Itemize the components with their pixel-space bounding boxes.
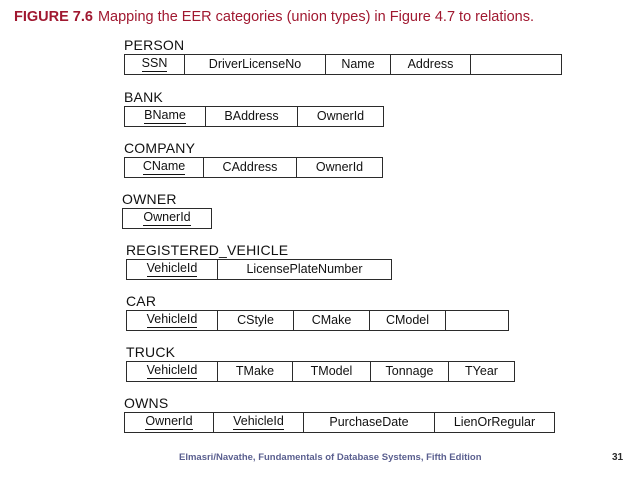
- attribute-cell-address: Address: [391, 55, 471, 74]
- attribute-row: VehicleId LicensePlateNumber: [126, 259, 392, 280]
- attribute-label: VehicleId: [233, 414, 284, 430]
- attribute-cell-tonnage: Tonnage: [371, 362, 449, 381]
- attribute-cell-lienorregular: LienOrRegular: [435, 413, 554, 432]
- attribute-label: BAddress: [224, 109, 279, 124]
- attribute-label: VehicleId: [146, 312, 198, 328]
- attribute-cell-cname: CName: [125, 158, 204, 177]
- attribute-label: DriverLicenseNo: [208, 57, 302, 72]
- attribute-row: OwnerId VehicleId PurchaseDate LienOrRegula…: [124, 412, 555, 433]
- footer-credit: Elmasri/Navathe, Fundamentals of Databas…: [179, 452, 482, 463]
- attribute-label: OwnerId: [316, 109, 365, 124]
- relation-name: CAR: [126, 293, 157, 309]
- attribute-row: VehicleId TMake TModel Tonnage TYear: [126, 361, 515, 382]
- attribute-cell-driverlicenseno: DriverLicenseNo: [185, 55, 326, 74]
- attribute-label: VehicleId: [146, 363, 198, 379]
- attribute-label: OwnerId: [315, 160, 364, 175]
- attribute-cell-bname: BName: [125, 107, 206, 126]
- attribute-cell-ownerid: OwnerId: [297, 158, 382, 177]
- relation-name: TRUCK: [126, 344, 176, 360]
- attribute-label: LicensePlateNumber: [246, 262, 363, 277]
- attribute-cell-vehicleid: VehicleId: [214, 413, 304, 432]
- attribute-label: BName: [144, 108, 186, 124]
- attribute-label: CModel: [385, 313, 430, 328]
- relation-name: PERSON: [124, 37, 185, 53]
- relation-registered_vehicle: REGISTERED_VEHICLE VehicleId LicensePlateN…: [126, 243, 392, 280]
- relation-name: BANK: [124, 89, 163, 105]
- attribute-label: CMake: [311, 313, 352, 328]
- relation-car: CAR VehicleId CStyle CMake CModel: [126, 294, 509, 331]
- relation-name: OWNER: [122, 191, 177, 207]
- relation-bank: BANK BName BAddress OwnerId: [124, 90, 384, 127]
- attribute-row: CName CAddress OwnerId: [124, 157, 383, 178]
- attribute-cell-ownerid: OwnerId: [125, 413, 214, 432]
- slide-footer: Elmasri/Navathe, Fundamentals of Databas…: [0, 452, 638, 474]
- attribute-cell-ownerid: OwnerId: [298, 107, 383, 126]
- attribute-cell-tmake: TMake: [218, 362, 293, 381]
- attribute-cell-licenseplatenumber: LicensePlateNumber: [218, 260, 391, 279]
- attribute-label: Name: [341, 57, 375, 72]
- relation-person: PERSON SSN DriverLicenseNo Name Address: [124, 38, 562, 75]
- relation-owner: OWNER OwnerId: [122, 192, 212, 229]
- attribute-cell-ssn: SSN: [125, 55, 185, 74]
- attribute-cell-purchasedate: PurchaseDate: [304, 413, 435, 432]
- attribute-label: TModel: [310, 364, 353, 379]
- attribute-cell-tmodel: TModel: [293, 362, 371, 381]
- relation-owns: OWNS OwnerId VehicleId PurchaseDate LienOrRe…: [124, 396, 555, 433]
- attribute-label: SSN: [141, 56, 168, 72]
- attribute-row: SSN DriverLicenseNo Name Address: [124, 54, 562, 75]
- attribute-label: PurchaseDate: [329, 415, 409, 430]
- attribute-label: TYear: [465, 364, 498, 379]
- attribute-label: CStyle: [237, 313, 274, 328]
- attribute-cell-vehicleid: VehicleId: [127, 362, 218, 381]
- attribute-cell-baddress: BAddress: [206, 107, 298, 126]
- footer-page-number: 31: [612, 452, 624, 463]
- attribute-label: OwnerId: [143, 210, 191, 226]
- attribute-row: OwnerId: [122, 208, 212, 229]
- attribute-label: CName: [142, 159, 186, 175]
- attribute-cell-vehicleid: VehicleId: [127, 311, 218, 330]
- relation-name: COMPANY: [124, 140, 196, 156]
- attribute-cell-empty: [446, 311, 508, 330]
- attribute-cell-cmodel: CModel: [370, 311, 446, 330]
- relation-company: COMPANY CName CAddress OwnerId: [124, 141, 383, 178]
- attribute-label: Address: [407, 57, 454, 72]
- relation-truck: TRUCK VehicleId TMake TModel Tonnage TYear: [126, 345, 515, 382]
- attribute-label: Tonnage: [385, 364, 434, 379]
- attribute-label: LienOrRegular: [453, 415, 536, 430]
- attribute-label: TMake: [235, 364, 275, 379]
- attribute-label: OwnerId: [145, 414, 193, 430]
- relation-name: OWNS: [124, 395, 169, 411]
- attribute-cell-caddress: CAddress: [204, 158, 297, 177]
- attribute-cell-empty: [471, 55, 561, 74]
- figure-caption-text: Mapping the EER categories (union types)…: [97, 9, 535, 25]
- attribute-cell-vehicleid: VehicleId: [127, 260, 218, 279]
- attribute-cell-tyear: TYear: [449, 362, 514, 381]
- attribute-cell-ownerid: OwnerId: [123, 209, 211, 228]
- attribute-cell-cstyle: CStyle: [218, 311, 294, 330]
- attribute-label: VehicleId: [146, 261, 198, 277]
- attribute-row: BName BAddress OwnerId: [124, 106, 384, 127]
- attribute-cell-name: Name: [326, 55, 391, 74]
- attribute-cell-cmake: CMake: [294, 311, 370, 330]
- relation-name: REGISTERED_VEHICLE: [126, 242, 289, 258]
- figure-label: FIGURE 7.6: [14, 9, 93, 25]
- attribute-label: CAddress: [222, 160, 278, 175]
- attribute-row: VehicleId CStyle CMake CModel: [126, 310, 509, 331]
